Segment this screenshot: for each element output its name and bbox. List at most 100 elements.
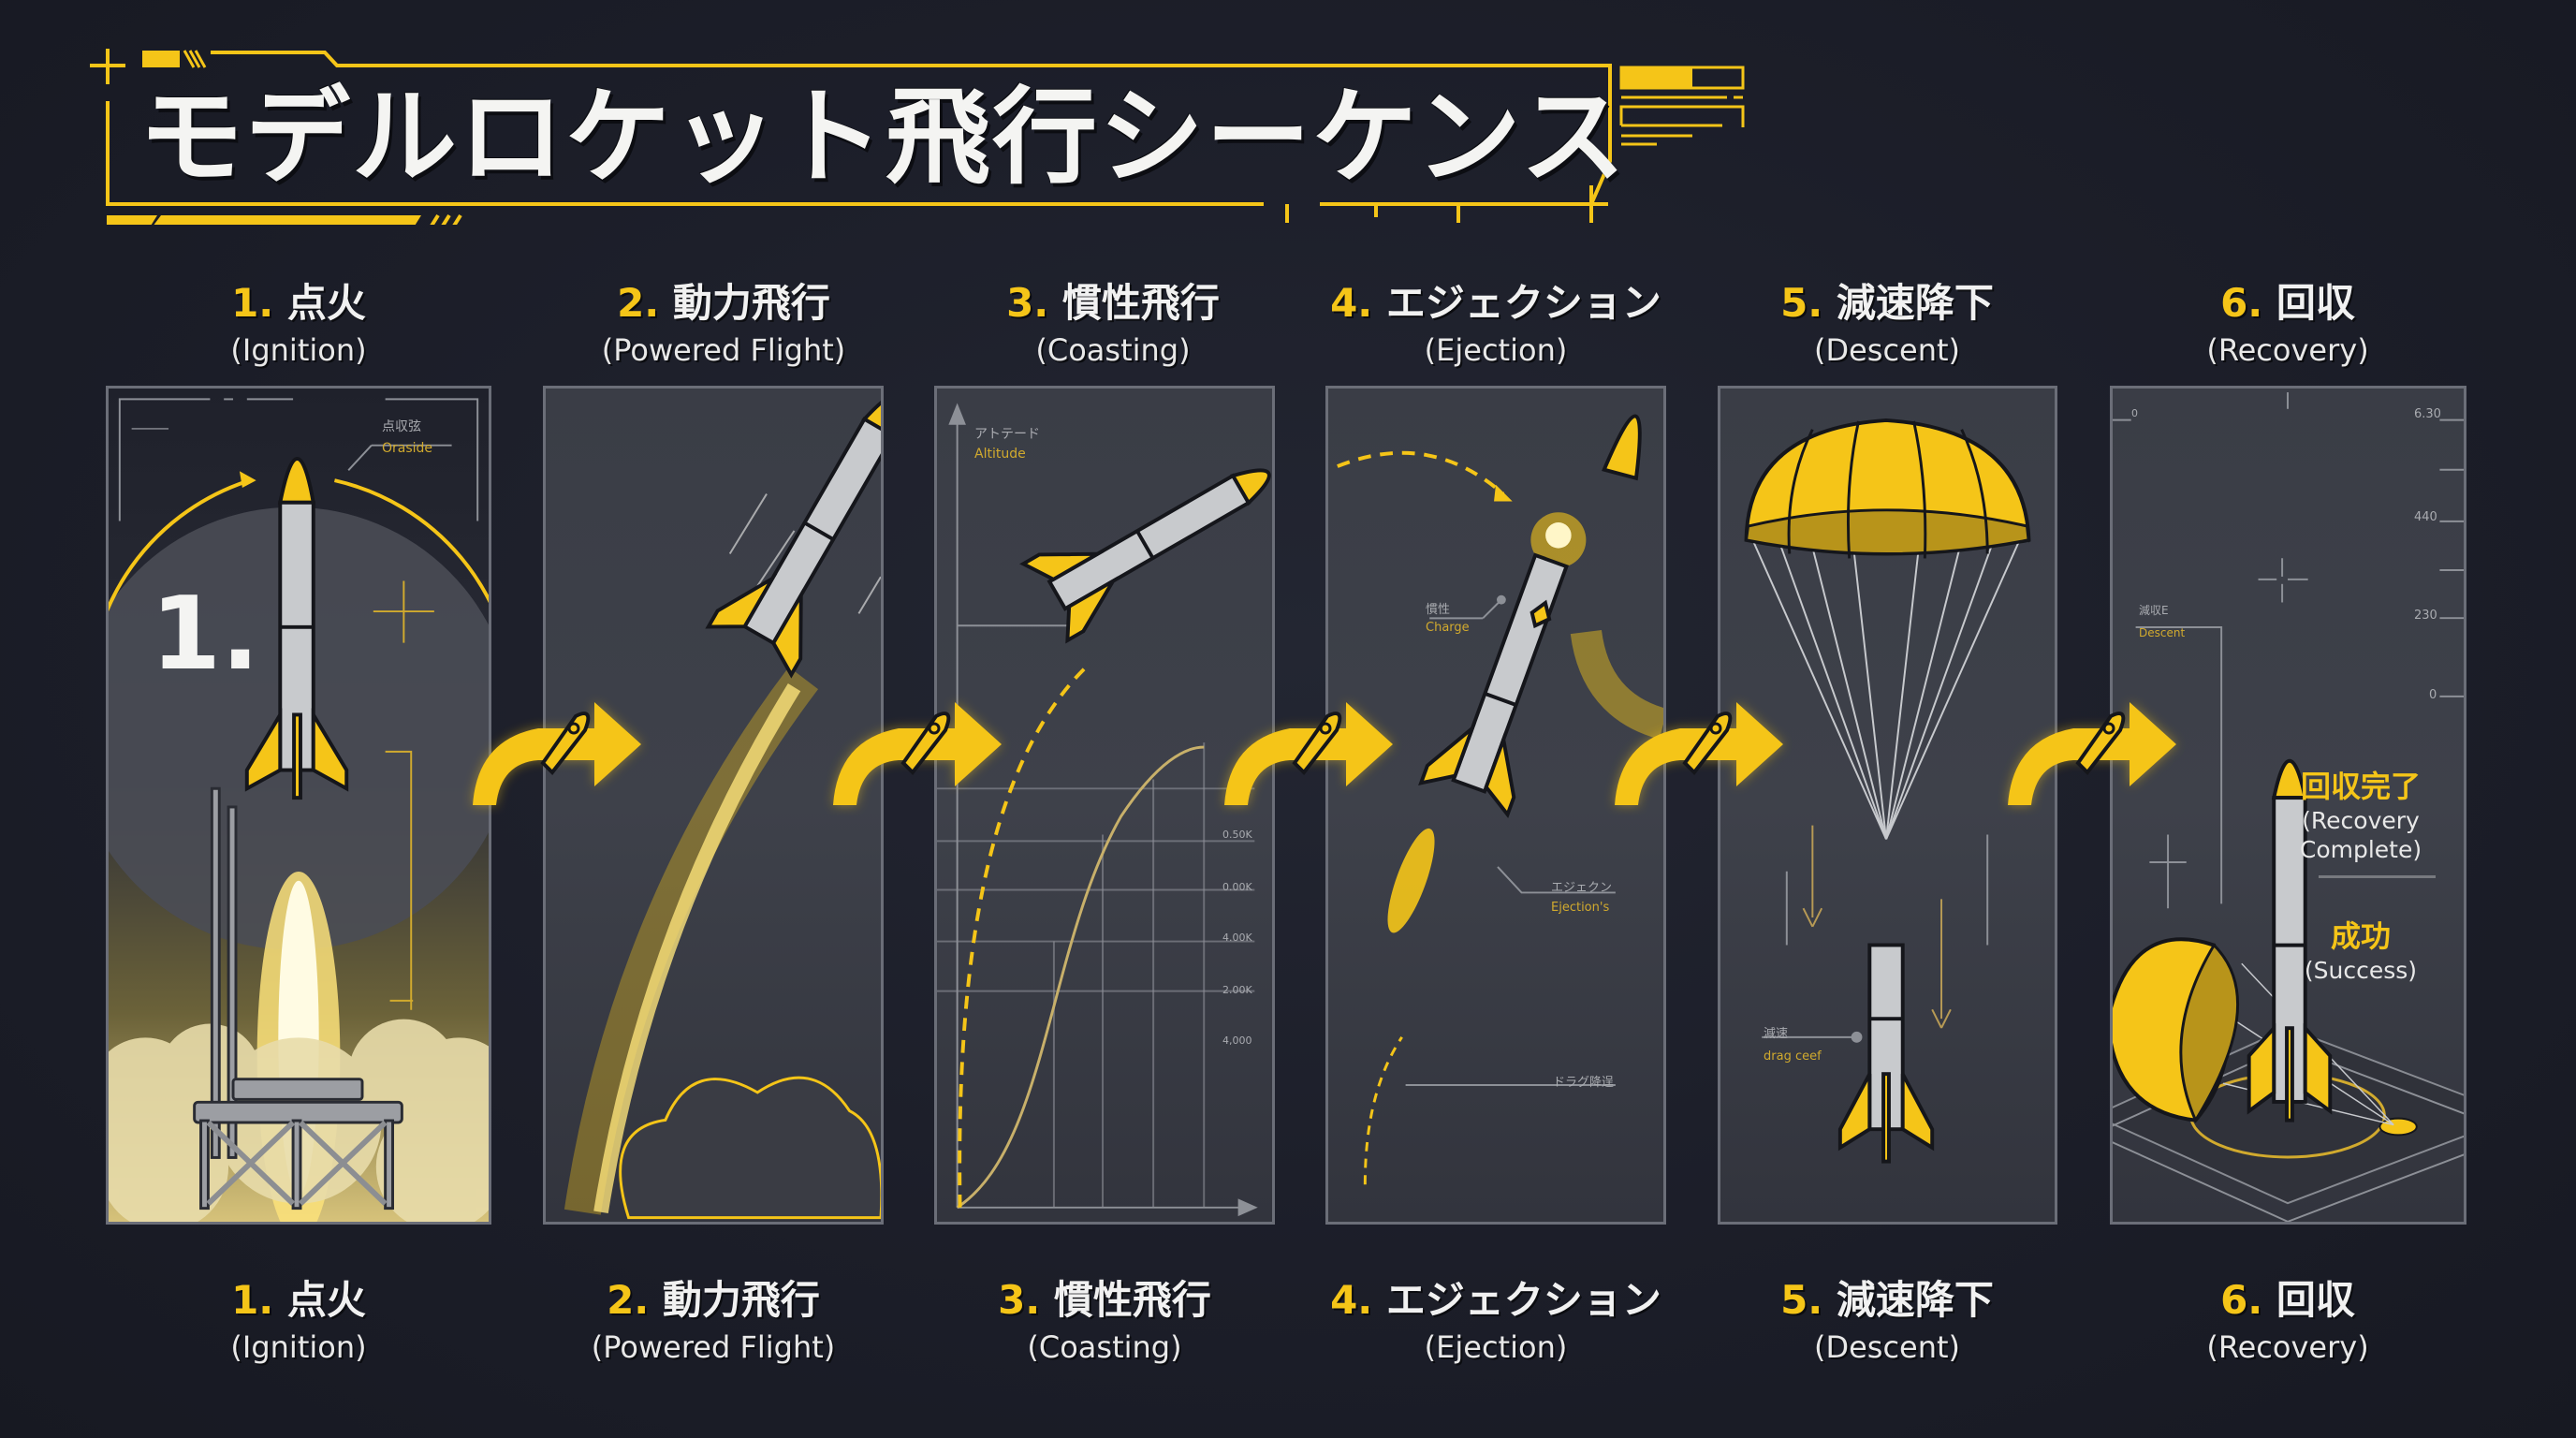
step-label-top-recovery: 6. 回収 (Recovery): [2091, 271, 2484, 368]
step-number: 2.: [607, 1277, 650, 1323]
status-divider: [2319, 875, 2436, 878]
step-title-en: (Coasting): [1027, 1329, 1182, 1365]
step-title-en: (Ejection): [1424, 332, 1568, 368]
altitude-tick: 0.50K: [1222, 829, 1252, 841]
step-title-en: (Recovery): [2206, 1329, 2369, 1365]
step-title-jp: 慣性飛行: [1053, 1277, 1211, 1323]
recovery-tick: 0: [2429, 688, 2437, 702]
step-number: 6.: [2220, 1277, 2263, 1323]
recovery-tick: 230: [2414, 609, 2437, 623]
step-number: 5.: [1780, 280, 1823, 326]
altitude-graph: [937, 403, 1271, 1217]
step-label-bottom-recovery: 6. 回収 (Recovery): [2091, 1269, 2484, 1365]
rocket-icon: [1292, 712, 1342, 776]
step-title-jp: エジェクション: [1385, 280, 1661, 326]
charge-label-jp: 慣性: [1426, 603, 1451, 617]
rocket-icon: [900, 712, 951, 776]
descent-callout-jp: 減速: [1764, 1027, 1789, 1041]
ejection-illustration: [1337, 414, 1663, 1185]
ignition-callout-en: Oraside: [382, 441, 433, 456]
title-frame-decoration: [90, 49, 1745, 225]
step-label-top-descent: 5. 減速降下 (Descent): [1690, 271, 2084, 368]
step-label-top-coasting: 3. 慣性飛行 (Coasting): [916, 271, 1310, 368]
rocket-icon: [2075, 712, 2126, 776]
step-title-en: (Ignition): [230, 332, 367, 368]
step-label-bottom-descent: 5. 減速降下 (Descent): [1690, 1269, 2084, 1365]
step-title-jp: 減速降下: [1836, 1277, 1994, 1323]
status-success-en: (Success): [2304, 957, 2418, 984]
ejection-callout-jp: エジェクン: [1551, 881, 1613, 895]
recovery-tick: 440: [2414, 510, 2437, 524]
altitude-tick: 2.00K: [1222, 984, 1252, 996]
step-title-jp: 慣性飛行: [1061, 280, 1220, 326]
step-number: 3.: [998, 1277, 1041, 1323]
step-label-top-powered-flight: 2. 動力飛行 (Powered Flight): [527, 271, 920, 368]
step-label-bottom-ejection: 4. エジェクション (Ejection): [1299, 1269, 1692, 1365]
panel-powered-flight: [543, 386, 884, 1225]
step-number: 6.: [2220, 280, 2263, 326]
step-label-bottom-powered-flight: 2. 動力飛行 (Powered Flight): [517, 1269, 910, 1365]
step-number: 3.: [1006, 280, 1049, 326]
step-number: 5.: [1780, 1277, 1823, 1323]
status-success: 成功 (Success): [2272, 913, 2450, 985]
step-title-jp: 動力飛行: [672, 280, 830, 326]
status-success-jp: 成功: [2330, 918, 2391, 954]
altitude-tick: 0.00K: [1222, 881, 1252, 893]
transition-arrow-2-3: [814, 674, 1002, 814]
step-title-en: (Recovery): [2206, 332, 2369, 368]
altitude-axis-label-en: Altitude: [974, 447, 1026, 462]
step-title-en: (Ignition): [230, 1329, 367, 1365]
step-number: 2.: [617, 280, 660, 326]
step-title-en: (Coasting): [1035, 332, 1191, 368]
ignition-illustration: [109, 398, 489, 1222]
descent-callout-en: drag ceef: [1764, 1049, 1822, 1064]
step-number: 4.: [1330, 1277, 1373, 1323]
ignition-callout-jp: 点収弦: [382, 419, 421, 434]
status-recovery-complete-en: (Recovery Complete): [2299, 807, 2422, 864]
step-title-jp: 減速降下: [1836, 280, 1994, 326]
step-title-en: (Descent): [1813, 1329, 1961, 1365]
page-title: モデルロケット飛行シーケンス: [139, 77, 1628, 198]
charge-label-en: Charge: [1426, 621, 1470, 635]
panel-descent: 減速 drag ceef: [1718, 386, 2057, 1225]
panel-ignition: 点収弦 Oraside 1.: [106, 386, 491, 1225]
transition-arrow-5-6: [1989, 674, 2176, 814]
ejection-callout-en: Ejection's: [1551, 901, 1610, 915]
step-label-top-ejection: 4. エジェクション (Ejection): [1299, 271, 1692, 368]
step-label-top-ignition: 1. 点火 (Ignition): [102, 271, 495, 368]
status-recovery-complete-jp: 回収完了: [2300, 769, 2421, 804]
altitude-axis-label-jp: アトテード: [974, 427, 1040, 442]
recovery-illustration: [2113, 392, 2464, 1222]
panel-ejection: 慣性 Charge エジェクン Ejection's ドラグ降逞: [1325, 386, 1666, 1225]
powered-flight-illustration: [564, 392, 881, 1220]
recovery-top-left-tick: 0: [2131, 407, 2138, 419]
step-number: 4.: [1330, 280, 1373, 326]
panel-recovery: 0 6.30 440 230 0 減収E Descent 回収完了 (Recov…: [2110, 386, 2466, 1225]
step-title-jp: 点火: [286, 280, 366, 326]
step-title-jp: 回収: [2276, 280, 2355, 326]
altitude-tick: 4.00K: [1222, 932, 1252, 944]
recovery-tick: 6.30: [2414, 407, 2441, 421]
transition-arrow-1-2: [454, 674, 641, 814]
rocket-icon: [540, 712, 591, 776]
step-title-en: (Descent): [1813, 332, 1961, 368]
rocket-icon: [1682, 712, 1733, 776]
step-title-jp: エジェクション: [1385, 1277, 1661, 1323]
descent-illustration: [1744, 418, 2031, 1164]
step-title-jp: 動力飛行: [662, 1277, 820, 1323]
transition-arrow-4-5: [1596, 674, 1783, 814]
step-title-en: (Powered Flight): [601, 332, 846, 368]
panel-coasting: アトテード Altitude 0.50K 0.00K 4.00K 2.00K 4…: [934, 386, 1275, 1225]
step-title-en: (Powered Flight): [591, 1329, 836, 1365]
ignition-big-number: 1.: [151, 576, 260, 693]
step-title-jp: 回収: [2276, 1277, 2355, 1323]
step-label-bottom-coasting: 3. 慣性飛行 (Coasting): [908, 1269, 1301, 1365]
recovery-descent-jp: 減収E: [2139, 604, 2169, 617]
status-recovery-complete: 回収完了 (Recovery Complete): [2272, 763, 2450, 865]
altitude-tick: 4,000: [1222, 1034, 1252, 1047]
transition-arrow-3-4: [1206, 674, 1393, 814]
step-number: 1.: [231, 280, 274, 326]
recovery-descent-en: Descent: [2139, 626, 2186, 639]
drag-callout-jp: ドラグ降逞: [1553, 1076, 1615, 1090]
step-title-jp: 点火: [286, 1277, 366, 1323]
